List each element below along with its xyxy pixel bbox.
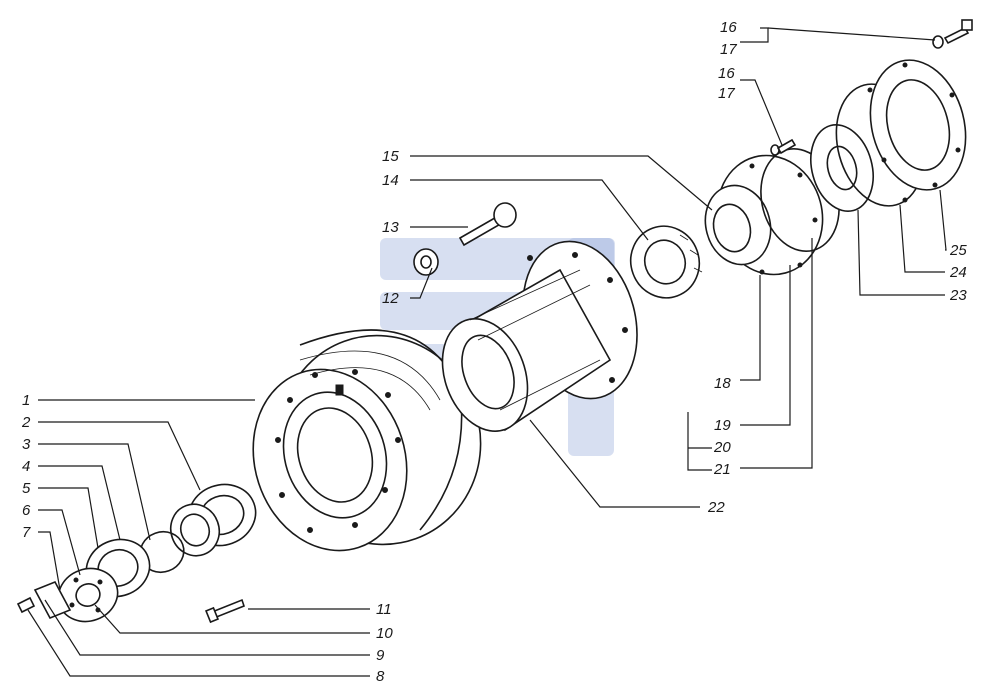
callout-21: 21 [713,461,731,478]
wheel-stud [205,598,245,624]
callout-20: 20 [713,439,731,456]
callout-15: 15 [382,148,399,165]
lock-plate [33,580,72,620]
callout-19: 19 [714,417,731,434]
callout-2: 2 [21,414,31,431]
callout-6: 6 [22,502,31,519]
callout-9: 9 [376,647,385,664]
callout-23: 23 [949,287,967,304]
callout-22: 22 [707,499,725,516]
callout-4: 4 [22,458,30,475]
callout-10: 10 [376,625,393,642]
adjusting-nut [413,248,439,276]
callout-25: 25 [949,242,967,259]
splined-flange [704,154,824,276]
leader-lines [27,27,947,677]
callout-5: 5 [22,480,31,497]
callout-14: 14 [382,172,399,189]
outer-bearing [629,225,703,299]
small-bolt-mid [770,138,797,156]
brake-drum [252,329,482,552]
callout-17-mid: 17 [718,85,735,102]
callout-3: 3 [22,436,31,453]
callout-18: 18 [714,375,731,392]
callout-17-top: 17 [720,41,737,58]
callout-13: 13 [382,219,399,236]
callout-7: 7 [22,524,31,541]
callout-24: 24 [949,264,967,281]
callout-16-mid: 16 [718,65,735,82]
callout-1: 1 [22,392,30,409]
inner-bearing [169,483,257,557]
cover-bolt [16,596,36,614]
cover-plate [869,59,967,191]
callout-12: 12 [382,290,399,307]
callout-labels: 1 2 3 4 5 6 7 8 9 10 11 12 13 14 15 16 1… [21,19,967,685]
callout-16-top: 16 [720,19,737,36]
bolt [458,202,517,247]
callout-8: 8 [376,668,385,685]
wheel-hub [441,240,638,432]
small-bolt-top [932,19,973,49]
callout-11: 11 [376,601,392,618]
